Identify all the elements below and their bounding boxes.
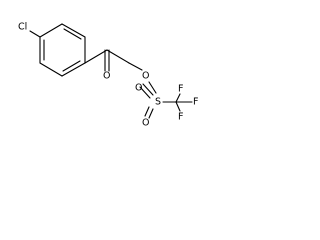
c-cl-bond [29, 30, 41, 38]
benzene-ring [39, 23, 86, 77]
carbonyl-ch2-bond [106, 49, 130, 64]
o-s-bond [148, 81, 157, 94]
atom-label-f-bottom: F [178, 112, 183, 123]
atom-label-f-right: F [193, 97, 198, 108]
c-f-bottom-bond [175, 101, 181, 112]
ring-carbonyl-bond [84, 49, 108, 64]
atom-label-cl: Cl [18, 22, 27, 33]
ch2-o-bond [128, 62, 143, 71]
atom-label-sulfonyl-o-top: O [135, 83, 142, 94]
atom-label-sulfonyl-o-bottom: O [142, 118, 149, 129]
s-o-bottom-double-b [148, 108, 154, 119]
atom-label-ester-o: O [142, 71, 149, 82]
c-f-top-bond [175, 93, 181, 103]
s-o-top-double-a [142, 83, 154, 96]
atom-label-f-top: F [178, 84, 183, 95]
s-o-top-double-b [139, 86, 151, 99]
atom-label-s: S [155, 97, 161, 108]
atom-label-carbonyl-o: O [103, 71, 110, 82]
s-o-bottom-double-a [144, 106, 150, 117]
chemical-structure: Cl O O S O O F F F [18, 22, 198, 129]
